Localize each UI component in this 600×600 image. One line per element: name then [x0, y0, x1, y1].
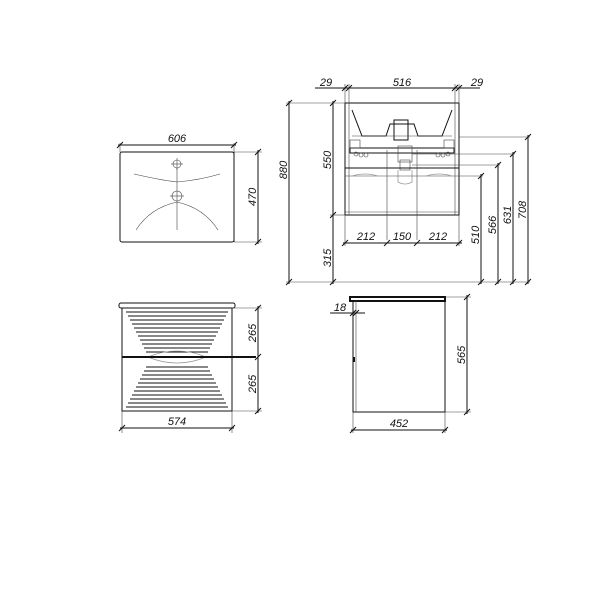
cabinet-height-label: 550 [322, 150, 334, 169]
upper-drawer-label: 265 [247, 323, 259, 343]
side-view: 18 452 565 [330, 293, 471, 434]
lower-drawer-stripes [126, 366, 228, 408]
floor-gap-label: 315 [322, 248, 334, 267]
height-510-label: 510 [470, 225, 482, 244]
bottom-right-label: 212 [428, 231, 447, 243]
bottom-center-label: 150 [393, 231, 412, 243]
height-566-label: 566 [487, 215, 499, 234]
side-countertop [349, 296, 446, 302]
side-outline [352, 300, 446, 413]
side-height-label: 565 [456, 345, 468, 364]
total-height-label: 880 [278, 160, 290, 179]
side-left-label: 29 [319, 77, 332, 89]
top-width-label: 606 [168, 133, 187, 145]
front-view: 574 265 265 [118, 302, 262, 433]
bottom-left-label: 212 [356, 231, 375, 243]
upper-drawer-stripes [126, 311, 228, 353]
lower-drawer-label: 265 [247, 374, 259, 394]
top-depth-label: 470 [247, 187, 259, 206]
panel-thickness-label: 18 [334, 302, 347, 314]
top-view: 606 470 [116, 133, 262, 246]
inner-width-label: 516 [393, 77, 412, 89]
side-right-label: 29 [470, 77, 483, 89]
front-width-label: 574 [168, 416, 186, 428]
side-depth-label: 452 [390, 418, 408, 430]
height-631-label: 631 [502, 206, 514, 224]
height-708-label: 708 [517, 200, 529, 219]
countertop [118, 302, 236, 309]
cabinet-front-outline [121, 307, 233, 412]
front-section-view: 29 516 29 880 550 315 212 150 212 [278, 77, 532, 286]
